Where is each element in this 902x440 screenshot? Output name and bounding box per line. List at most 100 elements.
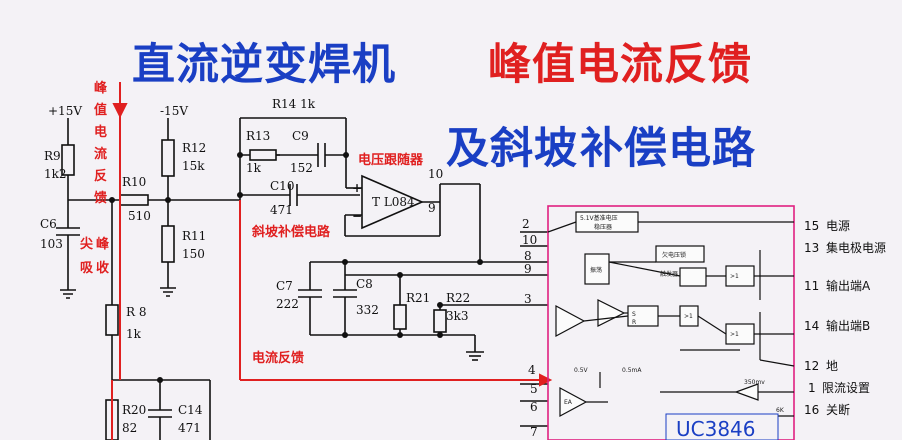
red-label-peak-feedback: 峰 值 电 流 反 馈 (94, 80, 108, 206)
label-pos-supply: +15V (48, 104, 82, 118)
label-tl084: T L084 (372, 195, 415, 209)
ic-right-pin-13-label: 集电极电源 (826, 240, 886, 255)
junction-dots (109, 152, 483, 383)
ic-right-pin-13-num: 13 (804, 241, 819, 255)
current-feedback-path (111, 82, 553, 440)
label-c8-value: 332 (356, 303, 379, 317)
ic-left-pin-6: 6 (530, 400, 538, 414)
label-c8: C8 (356, 277, 373, 291)
label-r12: R12 (182, 141, 206, 155)
label-c9: C9 (292, 129, 309, 143)
ic-6k-label: 6K (776, 407, 785, 414)
ic-right-pin-15-num: 15 (804, 219, 819, 233)
label-r20: R20 (122, 403, 146, 417)
ic-left-pin-3: 3 (524, 292, 532, 306)
label-c7: C7 (276, 279, 293, 293)
red-label-spike-absorb: 尖 吸 峰 收 (80, 236, 110, 276)
svg-text:吸: 吸 (80, 261, 94, 276)
svg-text:馈: 馈 (94, 190, 107, 206)
ic-internal-blocks (555, 211, 759, 418)
label-r21: R21 (406, 291, 430, 305)
ic-right-pin-11-label: 输出端A (826, 278, 871, 293)
grounds (60, 287, 176, 299)
opamp-minus: − (352, 209, 362, 223)
label-r9-value: 1k2 (44, 167, 67, 181)
ic-right-pin-1-label: 限流设置 (822, 381, 870, 395)
label-r12-value: 15k (182, 159, 205, 173)
ic-gt1-b: >1 (730, 273, 739, 280)
ic-left-pin-7: 7 (530, 425, 538, 439)
svg-text:峰: 峰 (96, 236, 110, 252)
ic-gt1-c: >1 (730, 331, 739, 338)
label-r14: R14 1k (272, 97, 316, 111)
label-r10: R10 (122, 175, 146, 189)
resistor-r10 (119, 194, 149, 206)
resistor-r22 (433, 309, 447, 333)
label-r22-value: 3k3 (446, 309, 469, 323)
label-r20-value: 82 (122, 421, 137, 435)
red-label-voltage-follower: 电压跟随器 (358, 152, 424, 168)
ic-right-pin-14-label: 输出端B (826, 318, 870, 333)
wires (56, 117, 548, 440)
label-c10: C10 (270, 179, 294, 193)
ic-right-pin-12-label: 地 (826, 359, 838, 373)
ic-right-pin-14-num: 14 (804, 319, 819, 333)
ic-left-pin-4: 4 (528, 363, 536, 377)
resistor-r8 (105, 304, 119, 336)
label-r13: R13 (246, 129, 270, 143)
label-r22: R22 (446, 291, 470, 305)
label-c6-value: 103 (40, 237, 63, 251)
ic-name: UC3846 (676, 417, 756, 440)
ic-flipflop-label: 触发器 (660, 270, 678, 278)
svg-text:峰: 峰 (94, 80, 108, 96)
ic-osc-label: 振荡 (590, 266, 602, 274)
svg-text:流: 流 (94, 146, 107, 162)
red-label-current-feedback: 电流反馈 (252, 350, 304, 366)
ic-s-label: S (632, 311, 636, 318)
title-red-part: 峰值电流反馈 (488, 40, 752, 90)
label-r11-value: 150 (182, 247, 205, 261)
ic-vref-label: 0.5V (574, 367, 589, 374)
ic-gt1-a: >1 (684, 313, 693, 320)
ic-uvlock-label: 欠电压锁 (662, 251, 686, 259)
label-c10-value: 471 (270, 203, 293, 217)
ic-ref-label-2: 稳压器 (594, 223, 612, 231)
svg-text:收: 收 (96, 260, 110, 276)
ic-right-pin-12-num: 12 (804, 359, 819, 373)
label-c7-value: 222 (276, 297, 299, 311)
label-r11: R11 (182, 229, 206, 243)
uc3846-ic-box (547, 205, 795, 440)
svg-text:反: 反 (94, 168, 107, 184)
ic-current-label: 0.5mA (622, 367, 642, 374)
ic-ea-label: EA (564, 399, 573, 406)
resistor-r21 (393, 304, 407, 330)
label-c14-value: 471 (178, 421, 201, 435)
label-r13-value: 1k (246, 161, 262, 175)
ic-right-pin-16-label: 关断 (826, 402, 850, 417)
ic-right-pin-11-num: 11 (804, 279, 819, 293)
label-r8: R 8 (126, 305, 146, 319)
resistor-r12 (161, 139, 175, 177)
ic-left-pin-2: 2 (522, 217, 530, 231)
svg-text:电: 电 (94, 124, 107, 140)
ic-left-pin-9: 9 (524, 262, 532, 276)
subtitle-part-b: 补偿电路 (580, 124, 756, 174)
resistor-r13 (249, 149, 277, 161)
ic-left-pin-8: 8 (524, 249, 532, 263)
svg-text:尖: 尖 (80, 236, 93, 252)
resistor-r11 (161, 225, 175, 263)
title-blue-part: 直流逆变焊机 (132, 40, 396, 90)
label-c9-value: 152 (290, 161, 313, 175)
ic-left-pin-5: 5 (530, 382, 538, 396)
ic-350mv-label: 350mv (744, 379, 765, 386)
opamp-plus: + (352, 181, 362, 195)
ic-right-pin-15-label: 电源 (826, 219, 850, 233)
ic-right-pin-1-num: 1 (808, 381, 816, 395)
label-pin10-opamp: 10 (428, 167, 443, 181)
label-r8-value: 1k (126, 327, 142, 341)
label-c14: C14 (178, 403, 203, 417)
red-label-slope-comp: 斜坡补偿电路 (251, 224, 331, 240)
subtitle-part-a: 及斜坡 (446, 124, 578, 174)
ic-ref-label: 5.1V基准电压 (580, 214, 618, 222)
